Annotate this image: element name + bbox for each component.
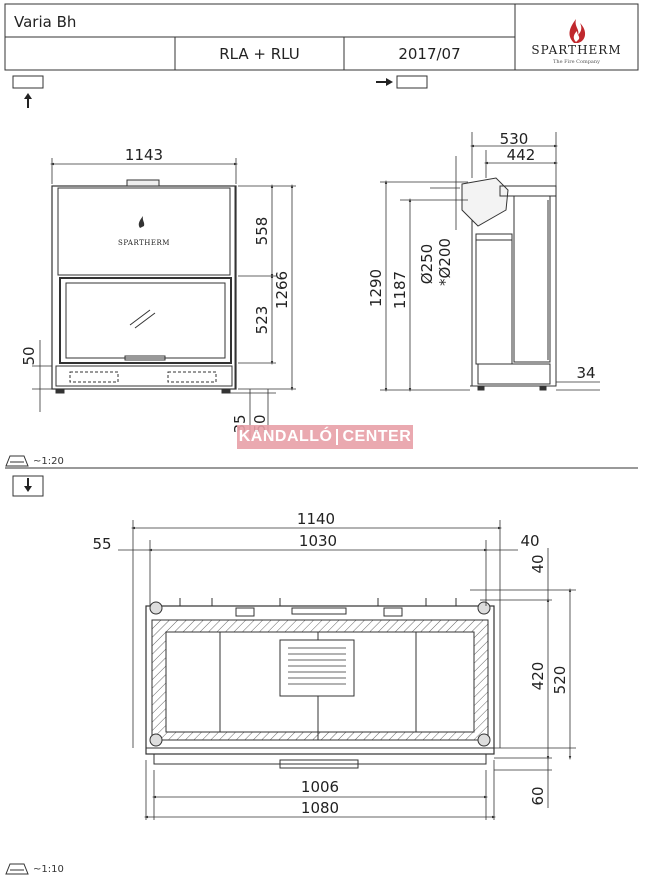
date-label: 2017/07	[398, 45, 461, 63]
svg-text:*Ø200: *Ø200	[436, 238, 454, 286]
svg-text:530: 530	[500, 130, 529, 148]
watermark-right: CENTER	[342, 428, 412, 445]
front-view-indicator-icon	[12, 75, 44, 108]
svg-text:1080: 1080	[301, 799, 339, 817]
variant-label: RLA + RLU	[219, 45, 300, 63]
svg-text:34: 34	[576, 364, 595, 382]
scale-upper-icon	[5, 455, 29, 467]
logo-text: SPARTHERM	[531, 43, 622, 57]
svg-text:558: 558	[253, 217, 271, 246]
top-view	[145, 598, 495, 769]
svg-text:60: 60	[529, 786, 547, 805]
svg-text:1143: 1143	[125, 146, 163, 164]
svg-text:523: 523	[253, 306, 271, 335]
svg-text:420: 420	[529, 662, 547, 691]
svg-text:1266: 1266	[273, 271, 291, 309]
side-view	[461, 177, 557, 391]
svg-text:1006: 1006	[301, 778, 339, 796]
front-logo: SPARTHERM	[118, 216, 170, 247]
svg-text:SPARTHERM: SPARTHERM	[118, 239, 170, 247]
svg-text:55: 55	[92, 535, 111, 553]
watermark-left: KANDALLÓ	[238, 428, 333, 445]
svg-text:Ø250: Ø250	[418, 244, 436, 284]
logo-tagline: The Fire Company	[553, 59, 600, 65]
svg-text:~1:20: ~1:20	[33, 456, 64, 467]
svg-text:520: 520	[551, 666, 569, 695]
svg-text:50: 50	[20, 346, 38, 365]
svg-text:40: 40	[529, 554, 547, 573]
spartherm-logo: SPARTHERM The Fire Company	[516, 5, 637, 69]
flame-icon	[569, 19, 586, 43]
svg-text:442: 442	[507, 146, 536, 164]
svg-text:1290: 1290	[367, 269, 385, 307]
svg-text:1187: 1187	[391, 271, 409, 309]
svg-text:1140: 1140	[297, 510, 335, 528]
scale-lower-icon	[5, 863, 29, 875]
svg-text:40: 40	[520, 532, 539, 550]
watermark-divider	[336, 429, 339, 445]
svg-text:1030: 1030	[299, 532, 337, 550]
title-block	[4, 3, 639, 71]
top-view-indicator-icon	[12, 475, 44, 497]
front-view	[51, 179, 237, 394]
watermark: KANDALLÓ CENTER	[237, 425, 413, 449]
side-view-indicator-icon	[376, 75, 428, 89]
model-name: Varia Bh	[14, 13, 77, 31]
svg-text:~1:10: ~1:10	[33, 864, 64, 875]
